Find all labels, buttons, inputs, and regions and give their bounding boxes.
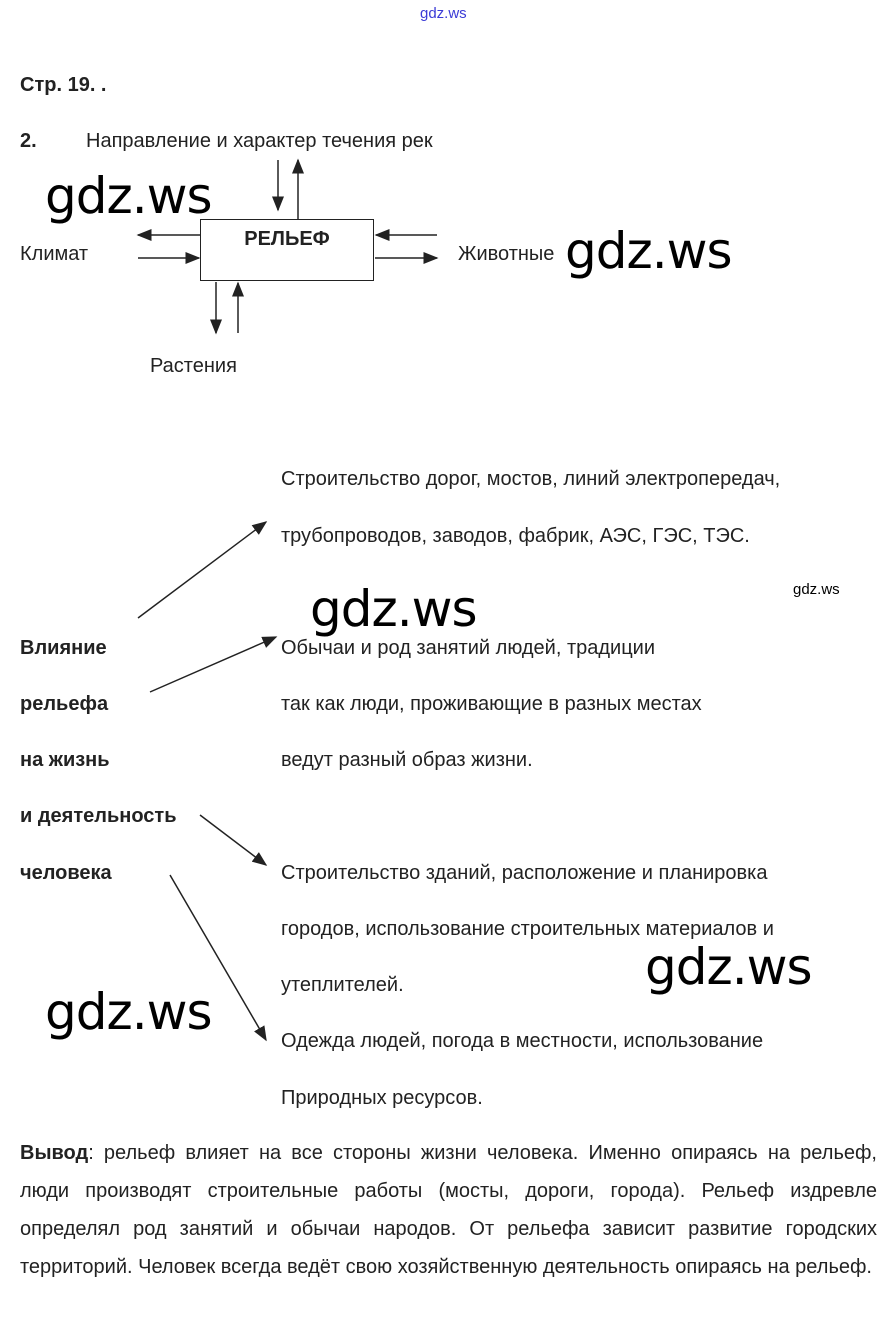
item-line: трубопроводов, заводов, фабрик, АЭС, ГЭС… bbox=[281, 525, 750, 547]
page-heading: Стр. 19. . bbox=[20, 74, 107, 96]
relief-box: РЕЛЬЕФ bbox=[200, 219, 374, 281]
arrow bbox=[199, 814, 268, 866]
item-line: Обычаи и род занятий людей, традиции bbox=[281, 637, 656, 659]
conclusion-text: : рельеф влияет на все стороны жизни чел… bbox=[20, 1142, 877, 1278]
influence-title-4: и деятельность bbox=[20, 805, 177, 827]
conclusion-label: Вывод bbox=[20, 1142, 89, 1164]
watermark: gdz.ws bbox=[645, 938, 813, 996]
item-line: Строительство зданий, расположение и пла… bbox=[281, 862, 768, 884]
item-line: так как люди, проживающие в разных места… bbox=[281, 693, 702, 715]
item-line: городов, использование строительных мате… bbox=[281, 918, 774, 940]
diagram-top-label: Направление и характер течения рек bbox=[86, 130, 433, 152]
item-line: Строительство дорог, мостов, линий элект… bbox=[281, 468, 781, 490]
influence-title-5: человека bbox=[20, 862, 112, 884]
item-line: Одежда людей, погода в местности, исполь… bbox=[281, 1030, 764, 1052]
relief-label: РЕЛЬЕФ bbox=[244, 228, 330, 250]
item-line: утеплителей. bbox=[281, 974, 404, 996]
arrow bbox=[169, 874, 267, 1042]
diagram-bottom-label: Растения bbox=[150, 355, 237, 377]
watermark: gdz.ws bbox=[45, 983, 213, 1041]
diagram-right-label: Животные bbox=[458, 243, 555, 265]
item-line: Природных ресурсов. bbox=[281, 1087, 483, 1109]
watermark: gdz.ws bbox=[565, 222, 733, 280]
influence-title-3: на жизнь bbox=[20, 749, 110, 771]
watermark-top[interactable]: gdz.ws bbox=[420, 5, 467, 22]
influence-title-1: Влияние bbox=[20, 637, 107, 659]
arrow bbox=[149, 636, 278, 693]
item-line: ведут разный образ жизни. bbox=[281, 749, 533, 771]
watermark-small: gdz.ws bbox=[793, 581, 840, 598]
conclusion: Вывод: рельеф влияет на все стороны жизн… bbox=[20, 1134, 877, 1286]
diagram-left-label: Климат bbox=[20, 243, 89, 265]
influence-title-2: рельефа bbox=[20, 693, 109, 715]
task-number: 2. bbox=[20, 130, 37, 152]
watermark: gdz.ws bbox=[310, 580, 478, 638]
arrow bbox=[137, 521, 268, 619]
watermark: gdz.ws bbox=[45, 167, 213, 225]
